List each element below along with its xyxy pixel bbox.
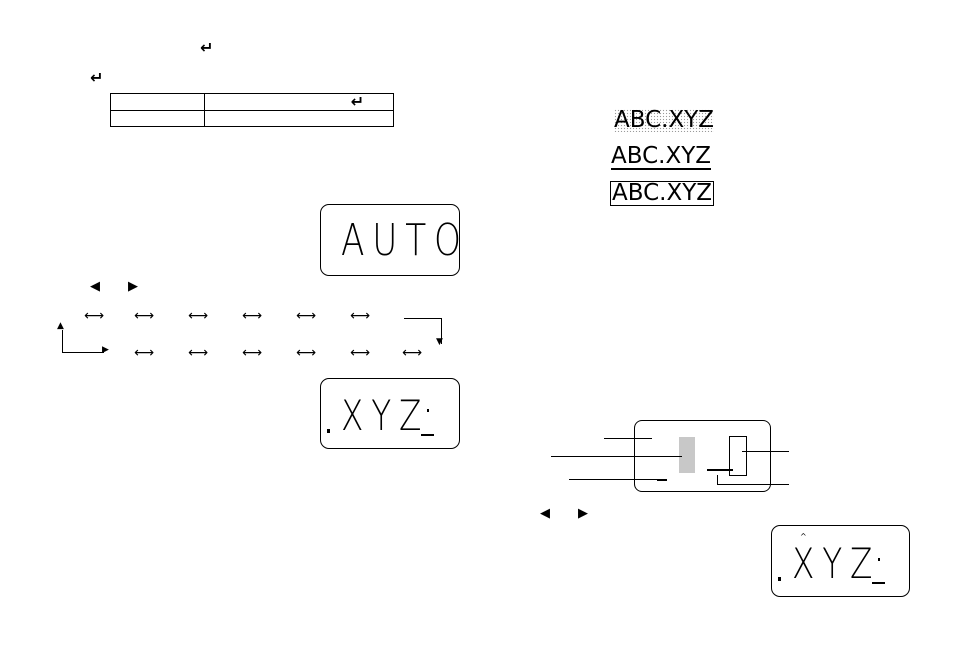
left-right-arrow-icon: ⟷ <box>350 308 371 324</box>
indicator-dot <box>427 409 429 412</box>
character-frame <box>729 436 747 476</box>
callout-line <box>742 451 789 452</box>
accent-mark: ^ <box>800 532 807 541</box>
left-right-arrow-icon: ⟷ <box>242 308 263 324</box>
underline-cursor <box>657 479 667 481</box>
callout-line <box>569 479 657 480</box>
table-cell <box>110 110 205 127</box>
left-right-arrow-icon: ⟷ <box>242 345 263 361</box>
indicator-dot <box>327 429 330 433</box>
indicator-dot <box>778 577 781 581</box>
table-cell <box>204 110 394 127</box>
indicator-dot <box>878 558 880 561</box>
underline-bar <box>707 469 733 471</box>
lcd-display-auto: AUTO <box>320 204 461 276</box>
lcd-display-xyz: XYZ <box>320 378 460 449</box>
left-triangle-icon: ◀ <box>540 506 550 521</box>
sample-framed-text: ABC.XYZ <box>610 180 715 206</box>
left-right-arrow-icon: ⟷ <box>188 308 209 324</box>
left-right-arrow-icon: ⟷ <box>84 308 105 324</box>
settings-table: ↵ <box>110 93 394 127</box>
callout-line <box>604 438 652 439</box>
left-right-arrow-icon: ⟷ <box>296 308 317 324</box>
cursor-underline <box>872 582 885 584</box>
table-cell <box>110 93 205 111</box>
sample-underlined-text: ABC.XYZ <box>611 143 712 170</box>
left-right-arrow-icon: ⟷ <box>296 345 317 361</box>
left-right-arrow-icon: ⟷ <box>402 345 423 361</box>
connector-line <box>404 318 442 319</box>
callout-line <box>551 456 682 457</box>
up-arrowhead-icon: ▲ <box>57 321 64 331</box>
display-text: XYZ <box>341 391 430 440</box>
enter-icon: ↵ <box>200 38 214 57</box>
connector-line <box>62 352 104 353</box>
left-right-arrow-icon: ⟷ <box>134 345 155 361</box>
table-cell: ↵ <box>204 92 394 111</box>
right-triangle-icon: ▶ <box>128 279 138 294</box>
left-right-arrow-icon: ⟷ <box>134 308 155 324</box>
left-right-arrow-icon: ⟷ <box>350 345 371 361</box>
left-triangle-icon: ◀ <box>90 279 100 294</box>
display-text: XYZ <box>792 539 881 588</box>
block-cursor <box>679 437 695 473</box>
display-text: AUTO <box>341 215 469 266</box>
right-triangle-icon: ▶ <box>578 506 588 521</box>
lcd-display-xyz-2: ^ XYZ <box>771 525 910 597</box>
enter-icon: ↵ <box>350 92 364 111</box>
cursor-underline <box>421 434 434 436</box>
connector-line <box>62 330 63 352</box>
enter-icon: ↵ <box>90 68 104 87</box>
callout-line <box>717 475 718 484</box>
right-arrowhead-icon: ▶ <box>102 345 109 355</box>
sample-shaded-text: ABC.XYZ <box>614 107 715 133</box>
down-arrowhead-icon: ▼ <box>436 337 443 347</box>
callout-line <box>717 484 789 485</box>
connector-line <box>441 318 442 344</box>
left-right-arrow-icon: ⟷ <box>188 345 209 361</box>
